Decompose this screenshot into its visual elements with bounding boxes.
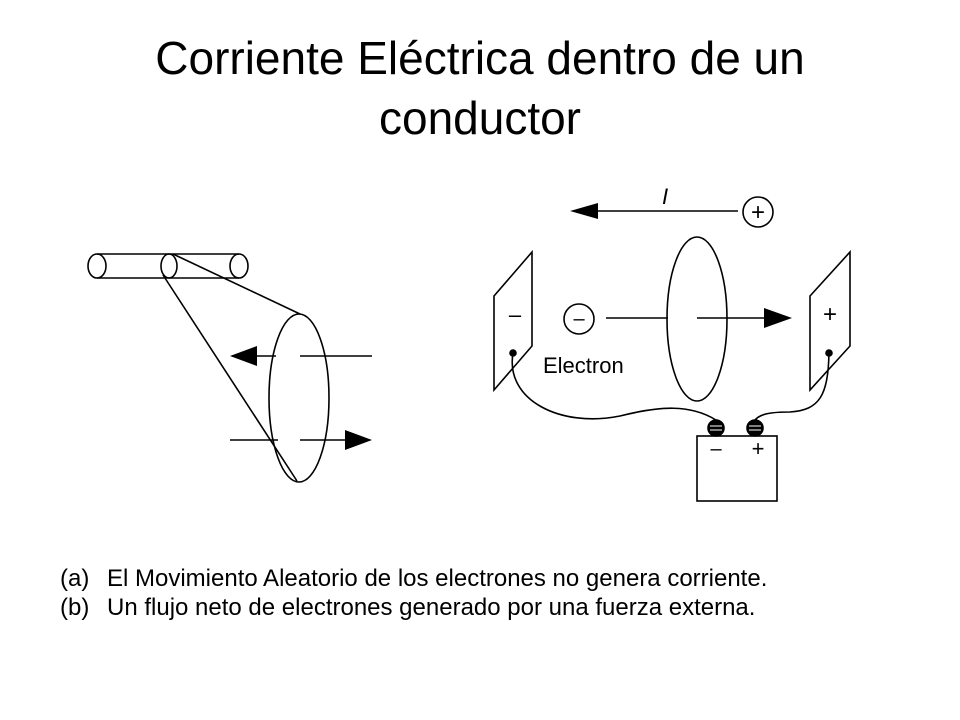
battery [696,419,778,502]
wire-right [754,352,830,421]
positive-charge-sign: + [751,199,765,226]
cross-section-ellipse [268,313,330,483]
electron-circle [563,303,595,335]
diagram-b: I + – + – Electron [493,184,851,502]
battery-negative-sign: – [710,438,722,460]
arrow-right-random [230,430,372,450]
title-line-2: conductor [378,92,581,144]
positive-plate [809,249,851,393]
negative-plate-sign: – [509,302,522,327]
caption-b-text: Un flujo neto de electrones generado por… [107,594,756,621]
captions: (a) El Movimiento Aleatorio de los elect… [60,564,920,622]
positive-plate-sign: + [823,301,837,328]
diagram-a [87,253,372,483]
negative-plate [493,249,533,393]
caption-b: (b) Un flujo neto de electrones generado… [60,593,920,622]
conductor-cross-section [666,236,728,402]
wire-left [511,352,717,421]
positive-charge-circle [742,196,774,228]
electron-label: Electron [543,353,624,378]
caption-a: (a) El Movimiento Aleatorio de los elect… [60,564,920,593]
arrow-left-random [230,346,372,366]
caption-a-text: El Movimiento Aleatorio de los electrone… [107,565,768,592]
electron-sign: – [573,308,585,330]
current-arrow [570,203,738,219]
caption-a-label: (a) [60,565,90,592]
battery-positive-sign: + [752,436,765,461]
current-label: I [662,184,668,209]
page-title: Corriente Eléctrica dentro de un conduct… [0,28,960,148]
title-line-1: Corriente Eléctrica dentro de un [155,32,805,84]
wire-cylinder [87,253,249,279]
net-flow-arrow [606,308,792,328]
caption-b-label: (b) [60,594,90,621]
zoom-lines [162,253,301,482]
